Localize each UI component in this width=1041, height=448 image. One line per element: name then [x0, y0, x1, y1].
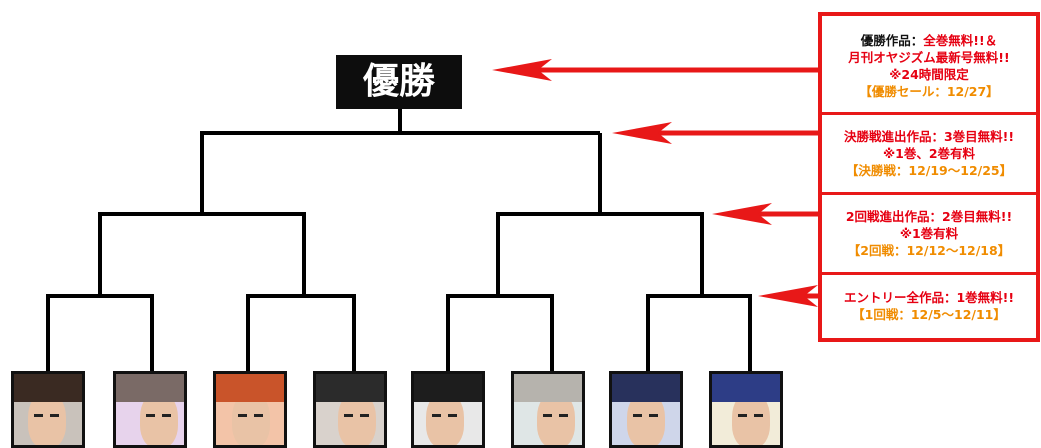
entry-5-portrait[interactable]: [411, 371, 485, 448]
entry-1-portrait[interactable]: [11, 371, 85, 448]
arrow-to-round2: [712, 203, 822, 225]
entry-3-portrait[interactable]: [213, 371, 287, 448]
prize-info-panel: [818, 12, 1040, 342]
portrait-eye: [543, 414, 552, 417]
portrait-eye: [448, 414, 457, 417]
arrow-to-champion: [492, 59, 822, 81]
entry-8-portrait[interactable]: [709, 371, 783, 448]
prize-line: 【決勝戦：12/19～12/25】: [818, 162, 1040, 179]
prize-text: エントリー全作品：1巻無料!!: [843, 290, 1015, 305]
portrait-hair: [216, 374, 284, 403]
portrait-hair: [612, 374, 680, 403]
prize-line: ※1巻、2巻有料: [818, 145, 1040, 162]
portrait-hair: [316, 374, 384, 403]
entry-7-portrait[interactable]: [609, 371, 683, 448]
arrow-to-final: [612, 122, 822, 144]
champion-label: 優勝: [336, 55, 462, 109]
portrait-eye: [34, 414, 43, 417]
prize-text: 【決勝戦：12/19～12/25】: [845, 162, 1013, 178]
portrait-eye: [633, 414, 642, 417]
prize-line: 月刊オヤジズム最新号無料!!: [818, 49, 1040, 66]
portrait-hair: [116, 374, 184, 403]
prize-text: 優勝作品：: [860, 33, 924, 48]
entry-2-portrait[interactable]: [113, 371, 187, 448]
prize-section-3: 2回戦進出作品：2巻目無料!!※1巻有料【2回戦：12/12～12/18】: [818, 208, 1040, 259]
prize-line: 【優勝セール：12/27】: [818, 83, 1040, 100]
prize-divider-3: [818, 272, 1040, 275]
portrait-eye: [146, 414, 155, 417]
portrait-eye: [162, 414, 171, 417]
prize-text: 月刊オヤジズム最新号無料!!: [848, 50, 1010, 65]
prize-text: 決勝戦進出作品：3巻目無料!!: [843, 128, 1015, 144]
prize-text: ※1巻、2巻有料: [882, 145, 976, 161]
prize-line: 【1回戦：12/5～12/11】: [818, 306, 1040, 323]
prize-line: ※24時間限定: [818, 66, 1040, 83]
portrait-hair: [514, 374, 582, 403]
prize-text: 【1回戦：12/5～12/11】: [852, 307, 1006, 322]
portrait-hair: [414, 374, 482, 403]
portrait-hair: [712, 374, 780, 403]
prize-text: 【優勝セール：12/27】: [859, 84, 999, 99]
portrait-eye: [344, 414, 353, 417]
prize-line: エントリー全作品：1巻無料!!: [818, 289, 1040, 306]
prize-text: 全巻無料!!＆: [923, 33, 998, 48]
portrait-eye: [738, 414, 747, 417]
prize-section-4: エントリー全作品：1巻無料!! 【1回戦：12/5～12/11】: [818, 289, 1040, 323]
prize-section-1: 優勝作品：全巻無料!!＆月刊オヤジズム最新号無料!!※24時間限定【優勝セール：…: [818, 32, 1040, 100]
prize-divider-2: [818, 192, 1040, 195]
portrait-eye: [238, 414, 247, 417]
portrait-eye: [559, 414, 568, 417]
entry-6-portrait[interactable]: [511, 371, 585, 448]
prize-line: 2回戦進出作品：2巻目無料!!: [818, 208, 1040, 225]
portrait-hair: [14, 374, 82, 403]
prize-line: ※1巻有料: [818, 225, 1040, 242]
prize-section-2: 決勝戦進出作品：3巻目無料!!※1巻、2巻有料【決勝戦：12/19～12/25】: [818, 128, 1040, 179]
portrait-eye: [754, 414, 763, 417]
portrait-eye: [432, 414, 441, 417]
prize-text: 2回戦進出作品：2巻目無料!!: [845, 208, 1013, 224]
arrow-to-round1: [758, 285, 822, 307]
portrait-eye: [360, 414, 369, 417]
portrait-eye: [50, 414, 59, 417]
prize-divider-1: [818, 112, 1040, 115]
prize-line: 【2回戦：12/12～12/18】: [818, 242, 1040, 259]
portrait-eye: [254, 414, 263, 417]
prize-text: ※1巻有料: [899, 225, 959, 241]
prize-text: 【2回戦：12/12～12/18】: [847, 242, 1011, 258]
prize-text: ※24時間限定: [889, 67, 969, 82]
prize-line: 優勝作品：全巻無料!!＆: [818, 32, 1040, 49]
entry-4-portrait[interactable]: [313, 371, 387, 448]
prize-line: 決勝戦進出作品：3巻目無料!!: [818, 128, 1040, 145]
portrait-eye: [649, 414, 658, 417]
